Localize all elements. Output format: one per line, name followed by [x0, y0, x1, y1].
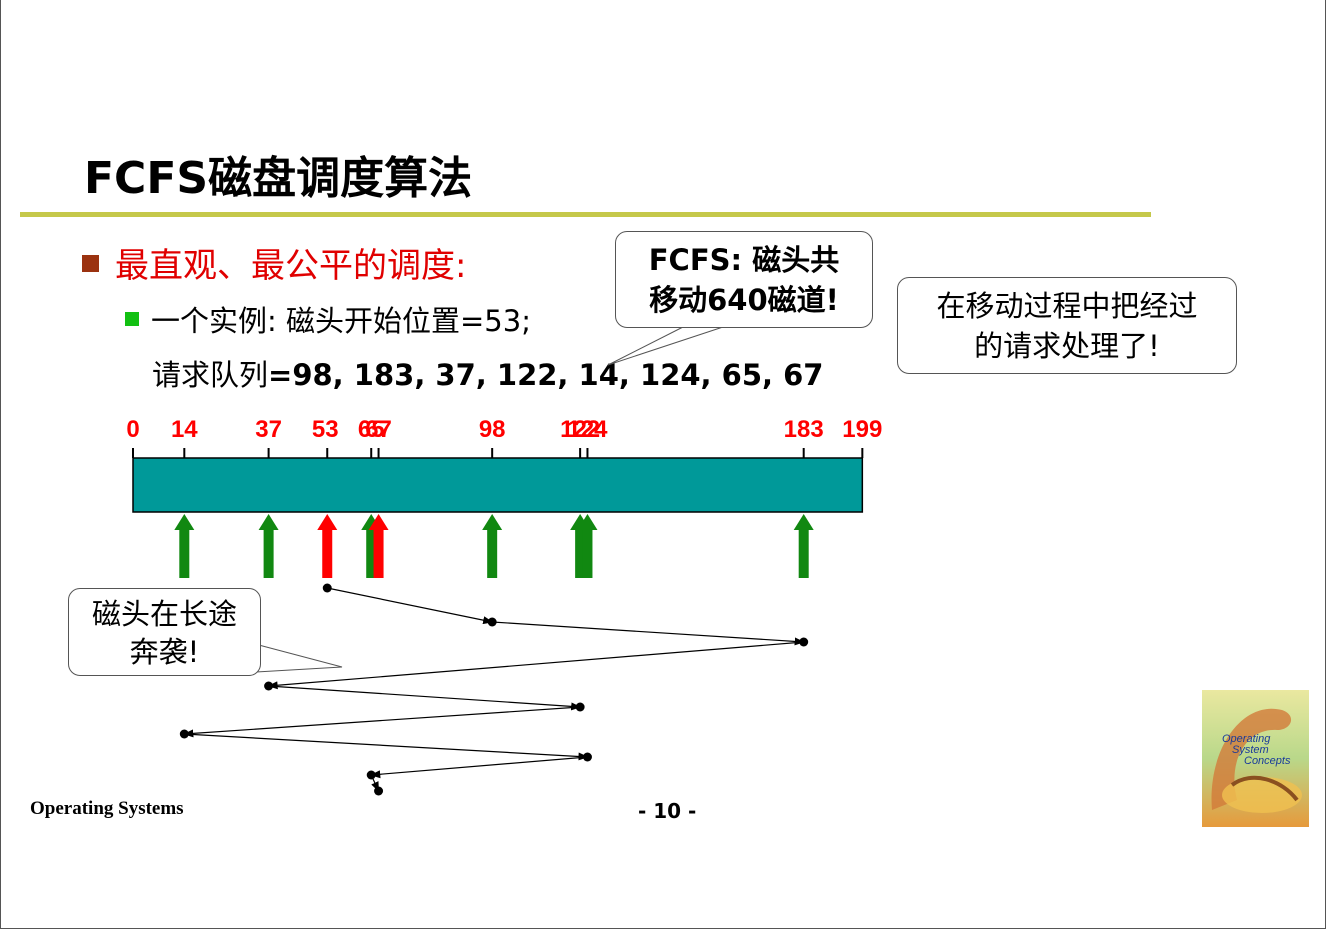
head-position-dot: [264, 681, 274, 691]
cover-title-line2: System: [1232, 744, 1269, 756]
bullet-square-icon: [82, 255, 99, 272]
callout-total-movement: FCFS: 磁头共 移动640磁道!: [615, 231, 873, 328]
callout-process-line1: 在移动过程中把经过: [936, 289, 1198, 323]
head-move-segment: [184, 733, 589, 761]
head-move-segment: [327, 587, 494, 625]
head-position-dot: [487, 617, 497, 627]
cover-title-line1: Operating: [1222, 733, 1271, 745]
request-arrow-head: [368, 514, 389, 530]
request-arrow-head: [793, 514, 814, 530]
request-arrow-head: [317, 514, 338, 530]
request-arrow-shaft: [366, 528, 377, 578]
head-move-segment: [267, 641, 804, 690]
track-label: 53: [312, 416, 339, 443]
head-move-segment: [492, 621, 805, 646]
title-divider: [20, 212, 1151, 217]
request-arrow-shaft: [487, 528, 498, 578]
request-queue-values: =98, 183, 37, 122, 14, 124, 65, 67: [268, 358, 824, 392]
head-move-segment: [370, 756, 588, 779]
request-arrow-shaft: [179, 528, 190, 578]
request-queue-prefix: 请求队列: [152, 358, 269, 392]
request-arrow-shaft: [373, 528, 384, 578]
request-arrow-shaft: [263, 528, 274, 578]
head-position-dot: [179, 729, 189, 739]
book-cover-image: Operating System Concepts: [1202, 690, 1309, 827]
callout-fcfs-line2: 移动640磁道!: [649, 283, 839, 317]
request-queue: 请求队列=98, 183, 37, 122, 14, 124, 65, 67: [152, 352, 824, 394]
cover-title-line3: Concepts: [1244, 755, 1291, 767]
request-arrow-head: [174, 514, 195, 530]
head-position-dot: [366, 770, 376, 780]
track-label: 67: [365, 416, 392, 443]
bullet-main-text: 最直观、最公平的调度:: [115, 246, 467, 286]
head-position-dot: [575, 702, 585, 712]
request-arrow-shaft: [582, 528, 593, 578]
callout-fcfs-tail: [607, 326, 724, 366]
disk-track-bar: [132, 457, 864, 513]
head-position-dot: [374, 786, 384, 796]
bullet-example: 一个实例: 磁头开始位置=53;: [125, 298, 531, 340]
callout-seek-line2: 奔袭!: [129, 635, 200, 669]
bullet-main: 最直观、最公平的调度:: [82, 238, 466, 287]
head-move-segment: [183, 706, 581, 738]
track-label: 199: [842, 416, 882, 443]
track-label: 14: [171, 416, 198, 443]
request-arrow-shaft: [322, 528, 333, 578]
track-label: 98: [479, 416, 506, 443]
head-position-dot: [582, 752, 592, 762]
track-label: 124: [567, 416, 608, 443]
request-arrow-head: [258, 514, 279, 530]
slide-title: FCFS磁盘调度算法: [84, 153, 473, 204]
request-arrow-head: [577, 514, 598, 530]
footer-course-name: Operating Systems: [30, 798, 184, 819]
head-move-segment: [268, 685, 582, 711]
head-movement-path: [179, 583, 809, 796]
footer-page-number: - 10 -: [638, 799, 697, 823]
request-arrow-shaft: [575, 528, 586, 578]
callout-process-line2: 的请求处理了!: [974, 329, 1160, 363]
callout-process-on-way: 在移动过程中把经过 的请求处理了!: [897, 277, 1237, 374]
bullet-square-icon: [125, 312, 139, 326]
request-arrow-head: [482, 514, 503, 530]
track-label: 65: [358, 416, 385, 443]
track-label: 0: [126, 416, 139, 443]
track-label: 183: [784, 416, 824, 443]
callout-seek-line1: 磁头在长途: [91, 597, 237, 631]
callout-fcfs-line1: FCFS: 磁头共: [648, 243, 840, 277]
head-position-dot: [322, 583, 332, 593]
track-label: 122: [560, 416, 600, 443]
track-label: 37: [255, 416, 282, 443]
callout-long-seek: 磁头在长途 奔袭!: [68, 588, 261, 676]
request-arrow-shaft: [798, 528, 809, 578]
request-arrows: [174, 514, 814, 578]
bullet-example-text: 一个实例: 磁头开始位置=53;: [151, 304, 531, 338]
head-position-dot: [799, 637, 809, 647]
